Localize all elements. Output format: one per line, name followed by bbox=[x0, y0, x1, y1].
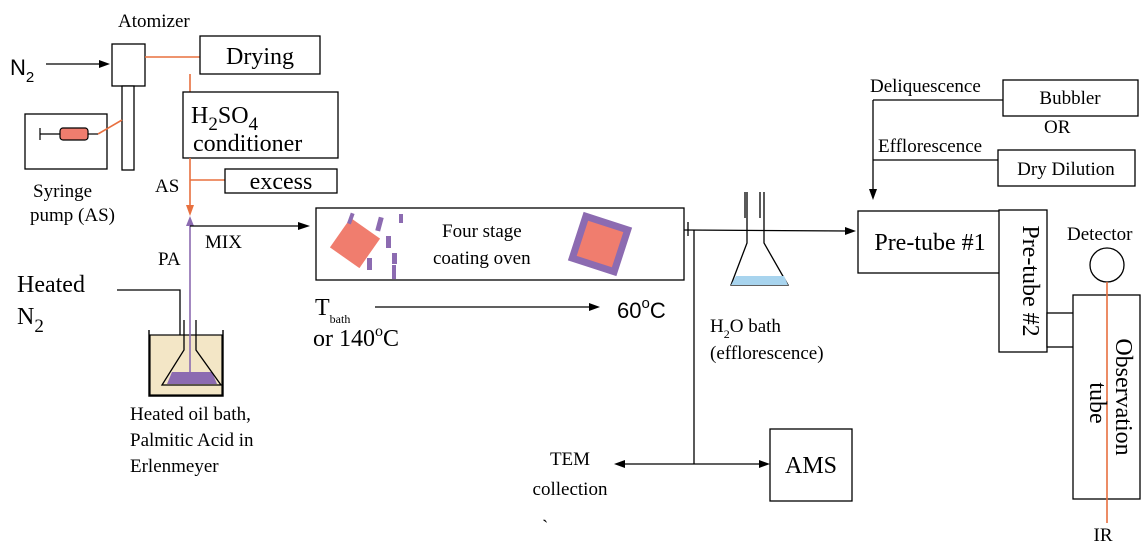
syringe-icon bbox=[39, 127, 98, 141]
efflorescence-label: Efflorescence bbox=[878, 136, 982, 157]
ir-label: IR bbox=[1094, 525, 1113, 545]
oil-bath bbox=[149, 334, 223, 396]
oven-label-line2: coating oven bbox=[433, 248, 531, 269]
oven-coating-fragments bbox=[347, 212, 403, 279]
as-arrowhead bbox=[186, 205, 194, 216]
pa-arrowhead bbox=[186, 216, 194, 226]
detector-icon bbox=[1089, 247, 1125, 283]
tem-label-line1: TEM bbox=[550, 449, 590, 470]
tem-arrowhead bbox=[614, 460, 625, 468]
drying-label: Drying bbox=[226, 44, 294, 70]
tem-label-line2: collection bbox=[533, 479, 608, 500]
efflorescence-paren-label: (efflorescence) bbox=[710, 343, 824, 364]
ams-arrowhead bbox=[759, 460, 770, 468]
n2-label: N2 bbox=[10, 55, 34, 86]
atomizer-label: Atomizer bbox=[118, 11, 190, 32]
erlenmeyer-flask bbox=[160, 320, 223, 386]
oil-label-line1: Heated oil bath, bbox=[130, 404, 251, 425]
oven-particle-uncoated bbox=[329, 217, 381, 269]
atomizer-stem bbox=[121, 85, 135, 171]
oven-label-line1: Four stage bbox=[442, 221, 522, 242]
syringe-label-line1: Syringe bbox=[33, 181, 92, 202]
heated-n2-line bbox=[117, 289, 181, 355]
pretube-1-label: Pre-tube #1 bbox=[874, 230, 985, 256]
oil-label-line2: Palmitic Acid in bbox=[130, 430, 254, 451]
observation-label: Observation bbox=[1110, 338, 1136, 455]
dry-dilution-box bbox=[997, 149, 1136, 187]
n2-arrowhead bbox=[99, 60, 110, 68]
mix-label: MIX bbox=[205, 232, 242, 253]
pretube-1-box bbox=[857, 210, 1006, 274]
or-label: OR bbox=[1044, 117, 1071, 138]
pretube-connector bbox=[1046, 312, 1075, 348]
pa-label: PA bbox=[158, 249, 181, 270]
or-140c-label: or 140oC bbox=[313, 323, 399, 352]
conditioner-label: conditioner bbox=[193, 131, 302, 157]
rh-feed-arrowhead bbox=[869, 189, 877, 200]
h2o-bath-label: H2O bath bbox=[710, 316, 781, 341]
syringe-label-line2: pump (AS) bbox=[30, 205, 115, 226]
t-bath-label: Tbath bbox=[315, 295, 350, 326]
deliquescence-label: Deliquescence bbox=[870, 76, 981, 97]
oven-particle-coated bbox=[567, 211, 633, 277]
temperature-arrowhead bbox=[589, 303, 600, 311]
dry-dilution-label: Dry Dilution bbox=[1017, 159, 1115, 180]
tube-label: tube bbox=[1084, 382, 1110, 423]
pretube-arrowhead bbox=[845, 227, 856, 235]
stray-mark: ` bbox=[542, 517, 548, 538]
ams-box bbox=[769, 428, 853, 502]
heated-label: Heated bbox=[17, 272, 85, 298]
syringe-atomizer-line bbox=[97, 119, 123, 135]
mix-arrowhead bbox=[298, 222, 310, 230]
bubbler-box bbox=[1002, 79, 1139, 117]
as-label: AS bbox=[155, 176, 179, 197]
pretube-2-label: Pre-tube #2 bbox=[1017, 225, 1043, 336]
excess-box bbox=[224, 168, 338, 194]
syringe-pump-box bbox=[24, 113, 108, 170]
oil-bath-container bbox=[148, 330, 224, 397]
excess-label: excess bbox=[250, 169, 313, 195]
heated-n2-label: N2 bbox=[17, 304, 44, 337]
h2so4-conditioner-box bbox=[182, 91, 339, 159]
atomizer-box bbox=[111, 43, 146, 87]
drying-box bbox=[199, 35, 321, 75]
oven-to-pretube-line bbox=[683, 229, 849, 232]
palmitic-acid-liquid bbox=[167, 372, 217, 384]
pretube-2-box bbox=[998, 209, 1048, 353]
sixty-c-label: 60oC bbox=[617, 295, 666, 323]
h2so4-label: H2SO4 bbox=[191, 103, 259, 135]
h2o-water bbox=[731, 276, 788, 285]
oil-label-line3: Erlenmeyer bbox=[130, 456, 219, 477]
ams-label: AMS bbox=[785, 453, 837, 479]
bubbler-label: Bubbler bbox=[1039, 88, 1101, 109]
detector-label: Detector bbox=[1067, 224, 1133, 245]
